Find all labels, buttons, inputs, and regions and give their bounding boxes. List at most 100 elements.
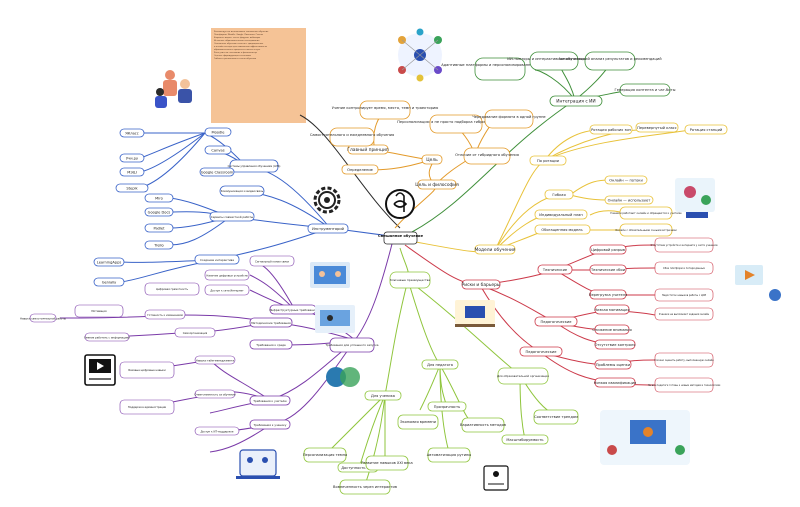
branch-advantages[interactable]: Ключевые преимущества Для педагога Эконо… [303,271,579,495]
requirements-label: Требования для успешного запуска [324,343,378,347]
risk-detail: Сбои платформ и потеря данных [663,267,706,270]
req-item: Ответственность за обучение [194,393,236,397]
req-group: Методические требования [251,321,291,325]
risk-item: Цифровой разрыв [591,248,625,252]
branch-requirements[interactable]: Требования для успешного запуска Инфраст… [20,255,379,436]
content-item: Genially [102,281,117,285]
integration-item: Генерация контента и чат-боты [615,88,676,92]
tools-collab: Сервисы совместной работы [211,215,253,219]
integration-item: ИИ-тьюторы и интерактивные обучающие сре… [507,57,601,61]
risks-pedagogical: Педагогические [541,320,573,324]
teacher-students-illustration [155,70,192,108]
lms-item: Canvas [211,149,224,153]
req-group: Требования к ученику [253,423,287,427]
req-item: Навыки самостоятельной работы [20,317,66,321]
hybrid-classroom-illustration [600,410,690,465]
collab-item: Miro [155,197,163,201]
risk-org-item: Проблемы оценки [596,363,631,367]
req-item: Навыки тайм-менеджмента [196,359,235,363]
central-node[interactable]: Смешанное обучение [378,189,424,245]
adv-teacher-label: Для педагога [427,363,453,367]
adv-student-label: Для ученика [371,394,395,398]
sticky-note: Рекомендуется использовать смешанное обу… [211,28,306,123]
goal-item: Учение контролирует время, место, темп и… [332,106,438,110]
rotation-item: Ротация рабочих зон [591,128,631,132]
adv-student-item: Доступность 24/7 [341,466,375,470]
goal-item: Самостоятельного и ежедневного обучения [310,133,394,137]
adv-teacher-item: Вариативность методов [460,423,506,427]
content-item: LearningApps [97,261,122,265]
rotation-item: Перевернутый класс [637,126,677,130]
risk-org-item: Низкая квалификация [594,381,636,385]
req-item: Доступ к сети Интернет [210,289,244,293]
models-label: Модели обучения [475,246,516,253]
laptop-students-illustration [236,449,280,479]
branch-tools[interactable]: Инструментарий Системы управления обучен… [93,127,349,287]
tools-comm: Коммуникация и видеосвязь [221,189,264,193]
workshop-icon [483,465,509,491]
lms-item: Google Classroom [201,171,234,175]
goal-item: Отличие от гибридного обучения [455,153,519,157]
integration-item: Автоматический анализ результатов и реко… [558,57,662,61]
note-line: образовательного процесса в школе и вузе [214,49,261,51]
branch-goal[interactable]: Цель и философия Цель Главный принцип Уч… [310,100,547,190]
note-line: Форматы: видео, тесты, форумы, вебинары [214,37,261,39]
req-item: Наличие цифровых устройств [206,274,248,278]
req-item: Доступ к ИТ-поддержке [200,430,233,434]
risk-item: Перегрузка учителя [589,293,627,297]
goal-principle: Главный принцип [347,146,389,153]
goal-label: Цель и философия [415,182,459,188]
individual-item: Ученики работают онлайн и обращаются к у… [610,211,682,215]
adv-teacher-item: Автоматизация рутины [427,453,472,457]
branch-models[interactable]: Модели обучения По ротации Гибкая Индиви… [475,122,728,255]
model-item: По ротации [537,159,560,163]
goal-item: Определение [347,168,374,172]
adv-org-item: Соответствие трендам [534,415,578,419]
tools-lms: Системы управления обучением (LMS) [228,164,281,168]
collab-item: Google Docs [148,211,171,215]
model-item: Гибкая [552,193,565,197]
note-line: Оценка: формирующая и итоговая [214,55,251,57]
risk-item: Низкая мотивация [594,308,629,312]
adv-student-item: Персонализация темпа [303,453,347,457]
risk-item: Технические сбои [590,268,626,272]
note-line: и онлайн методы для повышения эффективно… [214,46,267,48]
video-lesson-illustration [735,265,781,301]
integration-item: Адаптивные платформы и персонализированн… [441,63,559,67]
adv-student-item: Вовлеченность через интерактив [333,485,397,489]
note-line: Источник: образовательные исследования [214,40,260,42]
req-item: Поддержка администрации [128,405,167,409]
risks-org: Педагогические [526,350,558,354]
advantages-label: Ключевые преимущества [390,278,431,282]
model-item: Индивидуальный план [539,213,583,217]
model-item: Обогащенная модель [541,228,582,232]
video-player-icon [84,354,116,386]
goal-item: Чередование формата в одной группе [472,115,546,119]
blend-circles-illustration [326,367,360,387]
req-item: Самоорганизация [183,331,208,335]
risk-detail: Недостаток навыков работы с ЦОР [662,294,707,297]
branch-integration[interactable]: Интеграция с ИИ Адаптивные платформы и п… [441,51,676,107]
adv-org-label: Для образовательной организации [497,374,549,378]
risks-label: Риски и барьеры [462,281,501,288]
req-group: Требования к учителю [252,399,287,403]
lecture-laptop-illustration [455,300,495,327]
goal-item: Персонализация: а не просто подборка гиб… [397,120,515,124]
note-line: Роль учителя: наставник и фасилитатор [214,52,257,54]
req-item: Сигнальный канал связи [255,260,289,264]
req-group: Инфраструктурные требования [269,308,316,312]
people-network-illustration [398,28,442,82]
lms-item: МЭШ [127,171,137,175]
risk-item: Снижение внимания [592,328,631,332]
risks-technical: Технические [542,268,568,272]
req-item: Мотивация [91,309,107,313]
req-group: Требования к среде [255,343,286,347]
risk-detail: Ученики не выполняют задания онлайн [659,313,710,316]
logo-icon [385,189,415,219]
note-line: Рекомендуется использовать смешанное обу… [214,31,269,33]
lms-item: Stepik [126,187,138,191]
branch-risks[interactable]: Риски и барьеры Технические Педагогическ… [461,237,721,393]
risk-item: Отсутствие контроля [595,343,636,347]
tools-content: Создание интерактива [200,258,234,262]
